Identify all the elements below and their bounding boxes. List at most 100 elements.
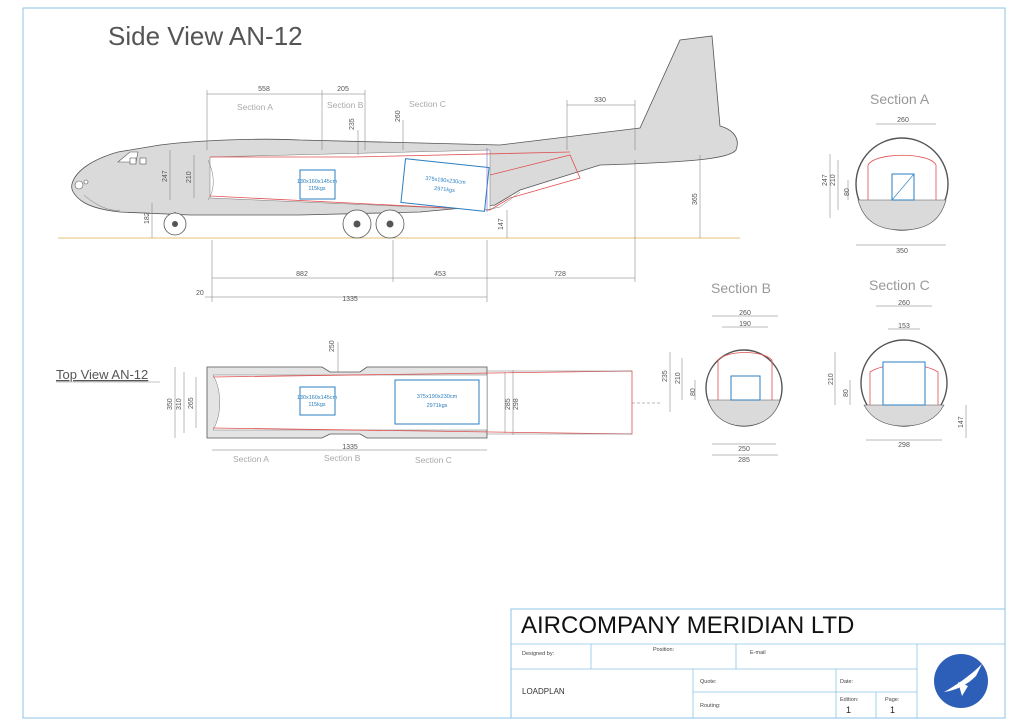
cargo-small-top-dims: 130x160x145cm (297, 395, 338, 401)
edition-value: 1 (846, 705, 852, 715)
dim-558: 558 (258, 86, 270, 93)
dim-453: 453 (434, 271, 446, 278)
cargo-small-top-weight: 115kgs (308, 402, 326, 408)
cargo-box-large-side-rect (400, 158, 490, 212)
side-view-title: Side View AN-12 (108, 21, 303, 51)
dim-1335-top: 1335 (342, 444, 358, 451)
nose-wheel-hub (172, 221, 178, 227)
section-a-cargo-diag (891, 173, 915, 201)
edition-label: Edition: (840, 697, 859, 703)
cargo-box-large-side: 375x190x230cm 2971kgs (400, 158, 490, 212)
cargo-box-large-top (394, 379, 480, 425)
section-a-envelope (867, 154, 937, 200)
hold-bulkhead (207, 159, 214, 201)
main-wheel-hub (386, 220, 394, 228)
side-section-a-label: Section A (237, 102, 273, 112)
top-section-b-label: Section B (324, 453, 361, 463)
section-b-dim-235: 235 (662, 370, 669, 382)
propeller (83, 194, 121, 211)
section-c-dim-210: 210 (828, 373, 835, 385)
section-c-dim-260: 260 (898, 300, 910, 307)
cargo-large-side-weight: 2971kgs (434, 186, 456, 194)
cargo-large-top-weight: 2971kgs (427, 403, 448, 409)
dim-20: 20 (196, 290, 204, 297)
top-view-title: Top View AN-12 (56, 367, 148, 382)
section-a-floor (857, 199, 947, 231)
side-section-b-label: Section B (327, 100, 364, 110)
dim-247: 247 (162, 170, 169, 182)
dim-235: 235 (349, 118, 356, 130)
dim-285-top: 285 (505, 398, 512, 410)
section-b-cargo (730, 375, 761, 401)
company-logo (934, 654, 988, 708)
cargo-box-small-top (299, 386, 336, 416)
section-a-dim-210: 210 (830, 174, 837, 186)
nose-glazing (74, 180, 84, 190)
dim-205: 205 (337, 86, 349, 93)
section-c-title: Section C (869, 277, 930, 293)
cabin-window (129, 157, 137, 165)
section-c-dim-298: 298 (898, 442, 910, 449)
dim-330: 330 (594, 97, 606, 104)
section-b-floor (707, 399, 781, 427)
cabin-window (139, 157, 147, 165)
cargo-envelope (209, 151, 581, 211)
designed-by-label: Designed by: (522, 651, 555, 657)
section-a-dim-80: 80 (844, 188, 851, 196)
section-b-title: Section B (711, 280, 771, 296)
quote-label: Quote: (700, 679, 717, 685)
section-b-dim-260: 260 (739, 310, 751, 317)
nose-glazing (83, 179, 89, 185)
company-name: AIRCOMPANY MERIDIAN LTD (521, 612, 855, 639)
section-c-dim-80: 80 (843, 389, 850, 397)
dim-210: 210 (186, 171, 193, 183)
page-value: 1 (890, 705, 896, 715)
email-label: E-mail (750, 650, 766, 656)
section-c-dim-153: 153 (898, 323, 910, 330)
top-view-envelope (212, 370, 633, 435)
date-label: Date: (840, 679, 854, 685)
cargo-large-side-dims: 375x190x230cm (425, 176, 466, 186)
dim-147: 147 (498, 218, 505, 230)
cargo-ramp (485, 191, 521, 211)
section-a-dim-350: 350 (896, 248, 908, 255)
title-block (510, 608, 1006, 719)
section-b-dim-285: 285 (738, 457, 750, 464)
cargo-small-side-weight: 115kgs (308, 186, 326, 192)
side-section-c-label: Section C (409, 99, 446, 109)
dim-365: 365 (692, 193, 699, 205)
section-a-dim-260: 260 (897, 117, 909, 124)
section-a-dim-247: 247 (822, 174, 829, 186)
logo-plane-tail (958, 682, 968, 696)
section-b-envelope (717, 352, 773, 400)
section-a-title: Section A (870, 91, 930, 107)
section-b-dim-250: 250 (738, 446, 750, 453)
cargo-large-top-dims: 375x190x230cm (417, 394, 458, 400)
dim-260: 260 (395, 110, 402, 122)
main-wheel-hub (353, 220, 361, 228)
dim-882: 882 (296, 271, 308, 278)
position-label: Position: (653, 647, 675, 653)
cargo-box-small-side (299, 169, 336, 200)
logo-circle (934, 654, 988, 708)
dim-728: 728 (554, 271, 566, 278)
section-b-dim-190: 190 (739, 321, 751, 328)
section-c-dim-147: 147 (958, 416, 965, 428)
dim-250-top: 250 (329, 340, 336, 352)
doc-type: LOADPLAN (522, 687, 565, 696)
cargo-small-side-dims: 130x160x145cm (297, 179, 338, 185)
dim-310: 310 (176, 398, 183, 410)
top-section-c-label: Section C (415, 455, 452, 465)
dim-265: 265 (188, 397, 195, 409)
section-c-floor (863, 404, 945, 427)
section-b-dim-80: 80 (690, 388, 697, 396)
top-section-a-label: Section A (233, 454, 269, 464)
page-label: Page: (885, 697, 900, 703)
dim-298-top: 298 (513, 398, 520, 410)
section-b-dim-210: 210 (675, 372, 682, 384)
dim-1335-side: 1335 (342, 296, 358, 303)
dim-350-top: 350 (167, 398, 174, 410)
routing-label: Routing: (700, 703, 721, 709)
